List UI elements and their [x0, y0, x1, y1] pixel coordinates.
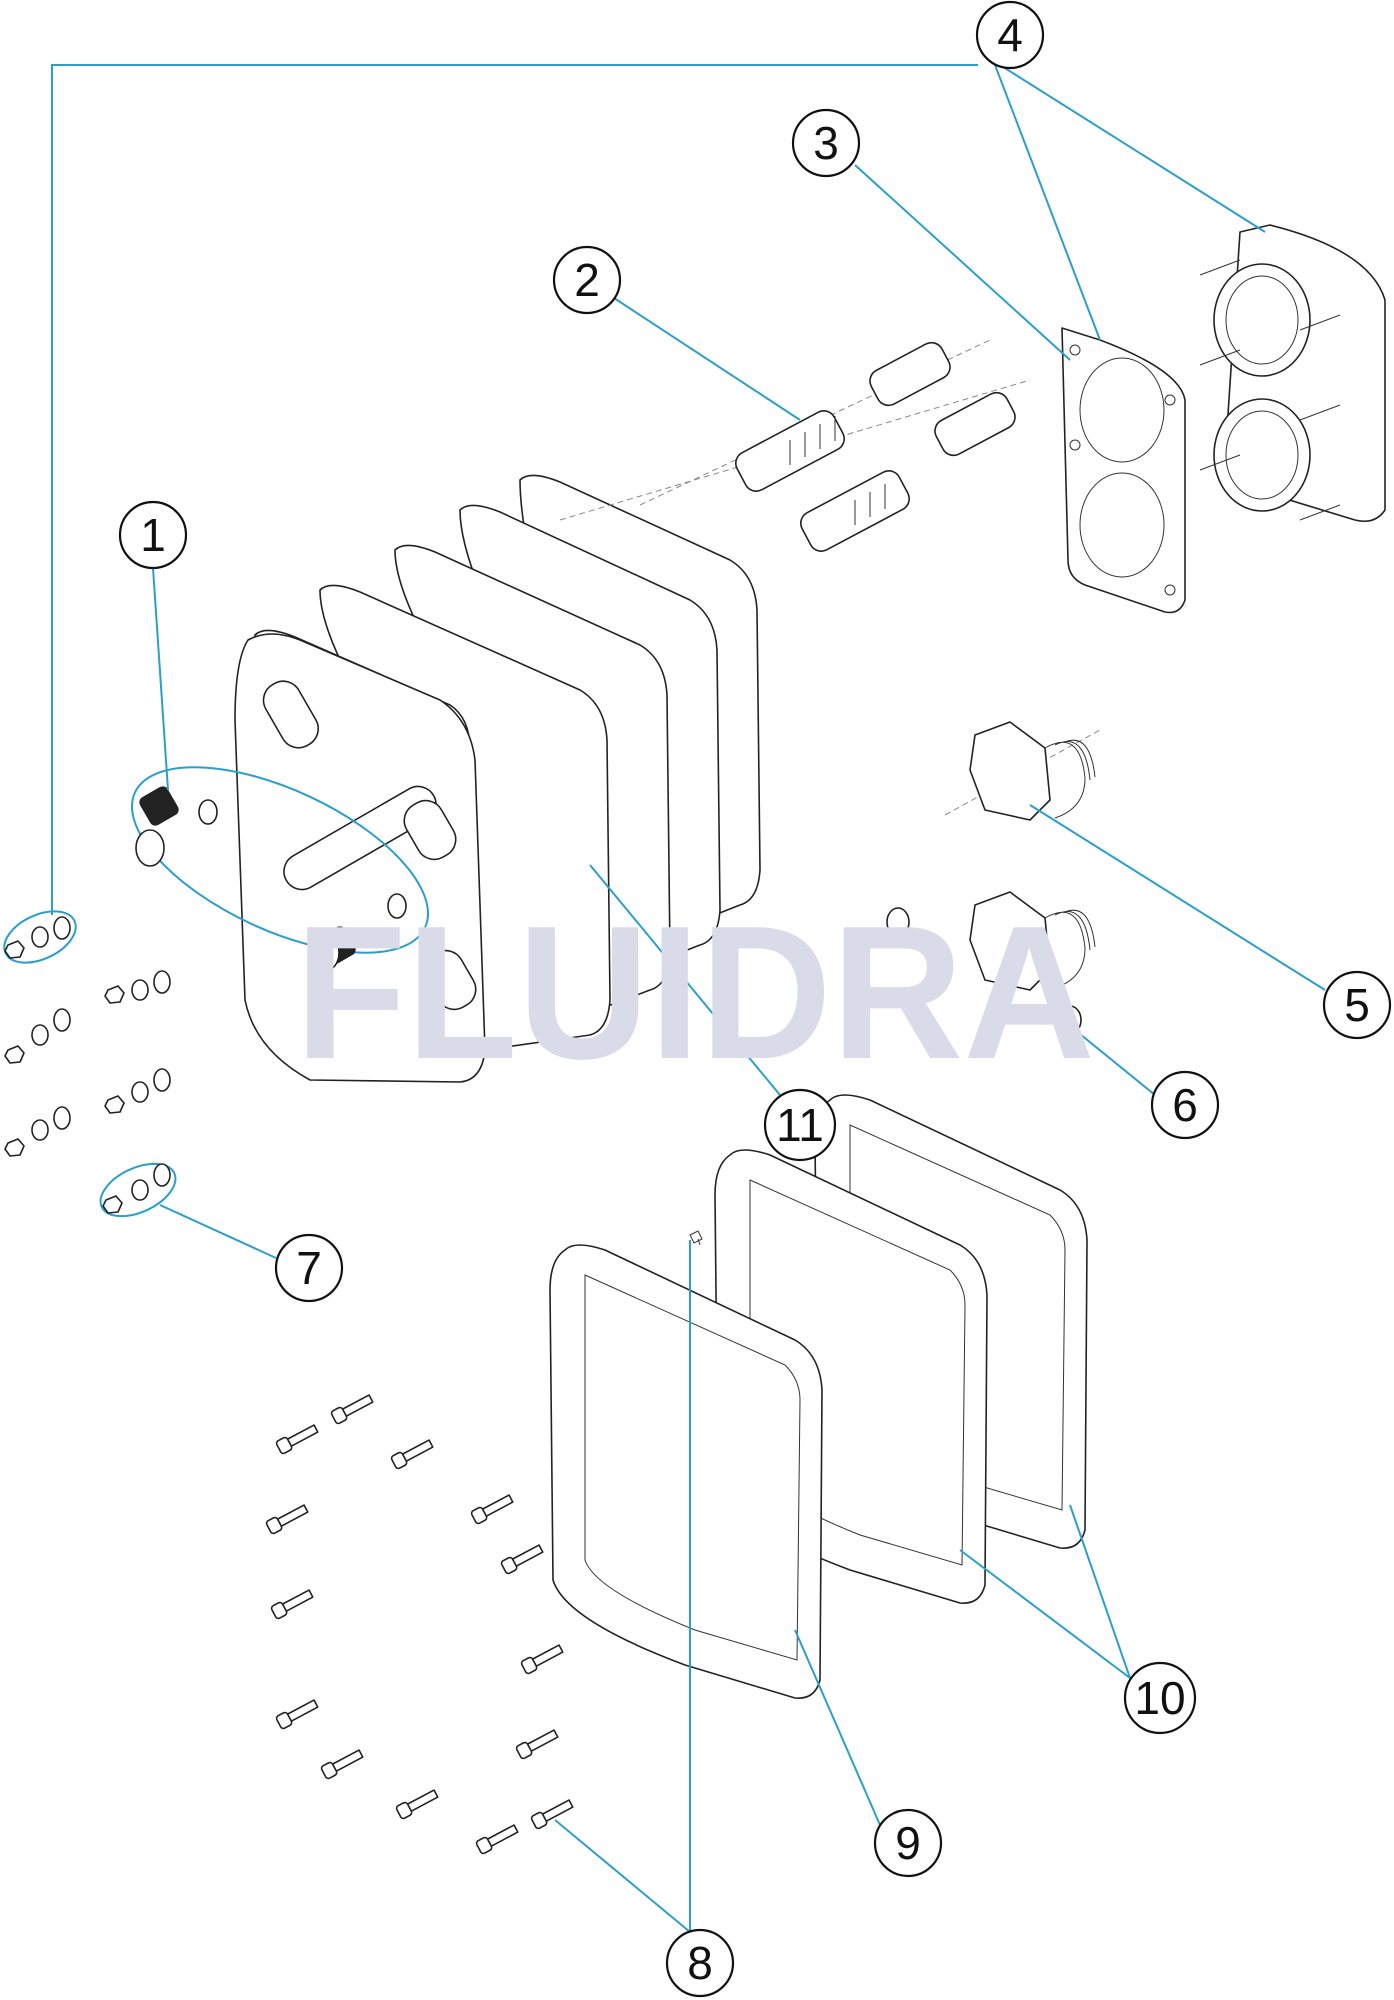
screw — [500, 1544, 544, 1575]
svg-text:2: 2 — [574, 254, 600, 306]
callout-10: 10 — [1123, 1661, 1197, 1735]
part-1-plugs — [131, 766, 429, 972]
svg-text:10: 10 — [1134, 1672, 1185, 1724]
callout-3: 3 — [791, 108, 861, 178]
svg-text:1: 1 — [140, 509, 166, 561]
svg-text:5: 5 — [1344, 979, 1370, 1031]
screw — [330, 1394, 374, 1425]
svg-text:9: 9 — [895, 1817, 921, 1869]
svg-text:4: 4 — [997, 9, 1023, 61]
screw — [320, 1749, 364, 1780]
screw — [275, 1699, 319, 1730]
part-9-front-gasket — [549, 1230, 823, 1699]
svg-text:8: 8 — [687, 1937, 713, 1989]
svg-text:3: 3 — [813, 117, 839, 169]
screw — [270, 1589, 314, 1620]
screw — [275, 1424, 319, 1455]
callout-5: 5 — [1322, 970, 1392, 1040]
part-5-hex-plug — [944, 721, 1101, 991]
screw — [395, 1789, 439, 1820]
part-7-nuts-washers — [3, 910, 177, 1218]
callout-6: 6 — [1150, 1070, 1220, 1140]
part-4-flange — [1199, 224, 1386, 523]
callout-2: 2 — [552, 245, 622, 315]
leader-lines — [51, 64, 1326, 1933]
part-11-housing — [234, 474, 761, 1083]
screw — [390, 1439, 434, 1470]
callout-11: 11 — [763, 1088, 837, 1162]
svg-text:7: 7 — [296, 1242, 322, 1294]
callout-9: 9 — [873, 1808, 943, 1878]
screw — [530, 1799, 574, 1830]
screw — [475, 1824, 519, 1855]
callout-1: 1 — [118, 500, 188, 570]
svg-text:6: 6 — [1172, 1079, 1198, 1131]
part-2-cable-glands — [559, 339, 1031, 552]
callout-7: 7 — [274, 1233, 344, 1303]
part-6-discs — [886, 907, 1082, 1035]
screw — [515, 1729, 559, 1760]
part-3-gasket — [1061, 327, 1186, 614]
screw — [520, 1644, 564, 1675]
svg-text:11: 11 — [776, 1099, 824, 1151]
screw — [265, 1504, 309, 1535]
fluidra-watermark: FLUIDRA — [295, 887, 1095, 1099]
callout-8: 8 — [665, 1928, 735, 1998]
part-8-screws — [265, 1394, 574, 1855]
screw — [470, 1494, 514, 1525]
callout-4: 4 — [975, 0, 1045, 70]
